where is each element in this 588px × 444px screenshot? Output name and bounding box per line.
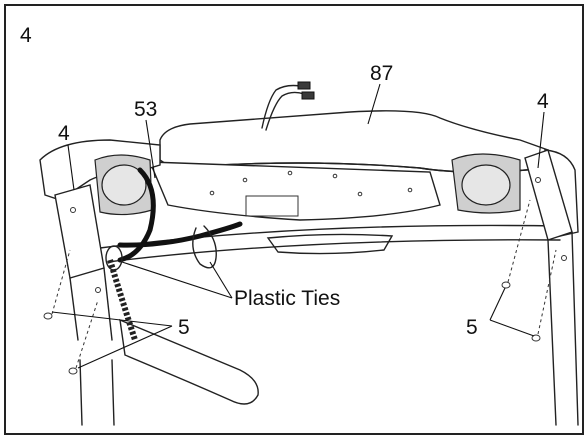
upright-right xyxy=(451,149,579,426)
label-screws-right: 5 xyxy=(466,316,478,339)
plastic-ties xyxy=(105,225,217,271)
console-87 xyxy=(148,110,549,255)
screw-left-upper xyxy=(43,249,71,320)
leader-lines xyxy=(51,83,545,369)
screw-left-lower xyxy=(68,299,99,375)
label-console: 87 xyxy=(370,62,393,85)
handrail-left xyxy=(119,318,259,405)
upright-left xyxy=(54,154,153,426)
label-wire-harness: 53 xyxy=(134,98,157,121)
label-upright-left: 4 xyxy=(58,122,70,145)
label-plastic-ties: Plastic Ties xyxy=(234,287,340,310)
screws xyxy=(43,199,557,375)
label-upright-right: 4 xyxy=(537,90,549,113)
step-number: 4 xyxy=(20,24,32,47)
label-screws-left: 5 xyxy=(178,316,190,339)
console-wires xyxy=(261,81,315,131)
wire-harness-53 xyxy=(107,167,243,341)
diagram-border xyxy=(4,4,584,435)
screw-right-lower xyxy=(531,249,557,342)
screw-right-upper xyxy=(501,199,531,289)
